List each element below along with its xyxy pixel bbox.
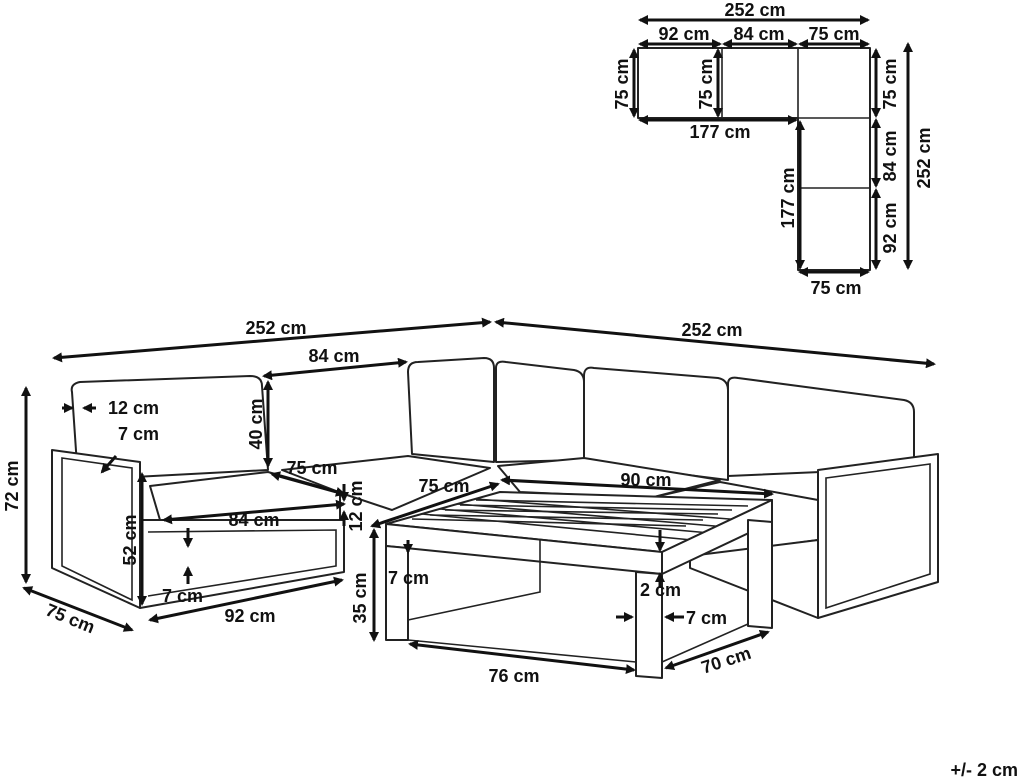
table-slat: [459, 504, 733, 511]
top-thickness-label: 7 cm: [388, 568, 429, 588]
sofa-length-right-label: 252 cm: [681, 320, 742, 340]
plan-total-height-label: 252 cm: [914, 127, 934, 188]
back-seat-width-label: 84 cm: [308, 346, 359, 366]
table-depth-label: 75 cm: [418, 476, 469, 496]
armrest-thickness-label: 7 cm: [118, 424, 159, 444]
plan-seg-mid-label: 84 cm: [733, 24, 784, 44]
seat-depth-line: [270, 471, 346, 497]
module-width-line: [148, 576, 344, 624]
seat-width-line: [162, 499, 346, 525]
table-width-line: [500, 475, 774, 499]
sofa-length-left-line: [52, 317, 492, 363]
plan-side-mid-label: 84 cm: [880, 130, 900, 181]
sofa-length-left-label: 252 cm: [245, 318, 306, 338]
armrest-width-label: 12 cm: [108, 398, 159, 418]
table-slat: [475, 499, 749, 507]
base-length-label: 76 cm: [488, 666, 539, 686]
coffee-table-view: 75 cm 90 cm 35 cm 7 cm 2 cm 7 cm 76 cm 7…: [350, 470, 774, 686]
back-height-label: 40 cm: [246, 398, 266, 449]
table-slat: [457, 503, 727, 528]
back-cushion-mid: [495, 360, 585, 463]
leg-height-label: 7 cm: [162, 586, 203, 606]
cushion-thickness-label: 12 cm: [346, 480, 366, 531]
sofa-view: 252 cm 252 cm 84 cm 12 cm 7 cm 40 cm 75 …: [2, 317, 939, 637]
plan-seg-left-label: 92 cm: [658, 24, 709, 44]
back-cushion-right: [727, 376, 915, 477]
table-width-label: 90 cm: [620, 470, 671, 490]
sofa-depth-line: [22, 586, 134, 632]
back-cushion-left: [70, 375, 269, 481]
right-armrest-frame: [817, 453, 939, 619]
plan-seg-right-label: 75 cm: [808, 24, 859, 44]
plan-inner-top-label: 177 cm: [689, 122, 750, 142]
table-leg-front-right: [635, 571, 663, 679]
seat-width-label: 84 cm: [228, 510, 279, 530]
base-width-line: [664, 629, 770, 671]
tolerance-note: +/- 2 cm: [950, 760, 1018, 780]
seat-depth-label: 75 cm: [286, 458, 337, 478]
table-base-left: [407, 540, 541, 621]
plan-inner-side-label: 177 cm: [778, 167, 798, 228]
back-cushion-corner: [407, 357, 495, 463]
plan-depth-right-label: 75 cm: [880, 58, 900, 109]
base-length-line: [408, 639, 636, 675]
table-leg-back-right: [747, 519, 773, 629]
table-slat: [475, 498, 743, 521]
plan-depth-left-label: 75 cm: [612, 58, 632, 109]
plan-view: 252 cm 92 cm 84 cm 75 cm 75 cm 75 cm 75 …: [612, 0, 934, 298]
module-width-label: 92 cm: [224, 606, 275, 626]
armrest-height-label: 52 cm: [120, 514, 140, 565]
plan-total-width-label: 252 cm: [724, 0, 785, 20]
leg-width-label: 7 cm: [686, 608, 727, 628]
slat-thickness-label: 2 cm: [640, 580, 681, 600]
sofa-length-right-line: [494, 317, 936, 369]
table-height-label: 35 cm: [350, 572, 370, 623]
back-seat-width-line: [262, 357, 408, 381]
plan-depth-inner-label: 75 cm: [696, 58, 716, 109]
armrest-thickness-line: [100, 455, 118, 474]
sofa-height-label: 72 cm: [2, 460, 22, 511]
table-leg-front-left: [385, 545, 409, 641]
plan-bottom-width-label: 75 cm: [810, 278, 861, 298]
table-depth-line: [370, 481, 500, 529]
plan-side-bottom-label: 92 cm: [880, 202, 900, 253]
plan-outline: [637, 47, 871, 271]
right-armrest-inner: [825, 463, 931, 610]
table-base-front: [407, 639, 637, 663]
